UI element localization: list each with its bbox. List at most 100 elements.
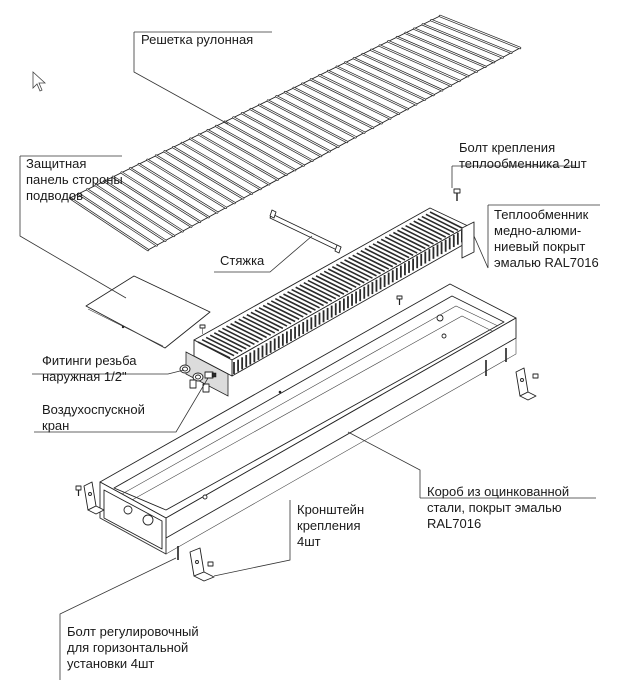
label-grille-text: Решетка рулонная [141,32,254,47]
hx-fin [205,336,239,355]
grille-slat-highlight [301,83,383,124]
grille-slat-highlight [310,78,391,119]
hx-fin [413,220,447,238]
grille-slat-highlight [198,134,279,181]
grille-slat-highlight [336,66,417,105]
grille-slat-highlight [189,138,270,185]
label-adjust-bolt-line2: для горизонтальной [67,640,189,655]
hx-fin [336,263,369,282]
label-tie: Стяжка [220,253,264,269]
hx-fin [201,339,235,357]
grille-rail [147,47,521,251]
label-protective-panel-line1: Защитная [26,156,87,171]
grille-slat-highlight [78,193,158,246]
grille-slat-highlight [129,167,210,218]
hx-fin [234,320,267,339]
hx-fin [270,300,304,318]
grille-slat-highlight [224,121,305,166]
label-box-line2: стали, покрыт эмалью [427,500,562,515]
hx-fin [372,243,406,261]
hx-fin [217,329,251,348]
hx-fin [344,259,377,277]
hx-fin [246,313,280,332]
grille-slat-highlight [215,125,296,171]
grille-slat-highlight [138,163,218,213]
grille-slat-highlight [267,100,348,143]
hx-fin [226,325,259,343]
label-box-line1: Короб из оцинкованной [427,484,570,499]
hx-fin [197,341,231,359]
hx-fin [425,213,459,231]
label-protective-panel-line3: подводов [26,188,83,203]
panel-screw [199,324,206,334]
hx-fin [401,227,434,245]
grille-slat-highlight [319,74,400,115]
grille-slat-highlight [327,70,409,110]
hx-fin [315,275,349,293]
label-hx-line1: Теплообменник [494,207,589,222]
hx-fin [388,234,422,252]
label-hx-line3: ниевый покрыт [494,239,586,254]
grille-slat-highlight [405,32,486,68]
grille-slat-highlight [181,142,261,190]
hx-fin [254,309,288,327]
hx-fin [331,266,365,284]
label-heat-exchanger: Теплообменник медно-алюми- ниевый покрыт… [494,207,599,271]
label-protective-panel: Защитная панель стороны подводов [26,156,123,204]
grille-rail [69,15,441,199]
label-protective-panel-line2: панель стороны [26,172,123,187]
grille-slat-highlight [362,53,443,91]
label-hx-bolt: Болт крепления теплообменника 2шт [459,140,587,172]
grille-slat-highlight [69,197,149,251]
grille-slat-highlight [387,40,469,77]
grille-slat-highlight [250,108,331,152]
label-box: Короб из оцинкованной стали, покрыт эмал… [427,484,569,532]
tie-bar [269,209,342,254]
hx-fin [348,256,381,275]
hx-fin [397,229,430,247]
label-hx-bolt-line2: теплообменника 2шт [459,156,587,171]
galvanized-box [99,283,517,560]
hx-fin [356,252,390,270]
grille-slat-highlight [293,87,374,129]
grille-slat-highlight [430,19,512,54]
label-hx-line4: эмалью RAL7016 [494,255,599,270]
grille-slat-highlight [146,159,227,209]
hx-fin [340,261,373,279]
hx-fin [213,332,247,350]
label-fittings: Фитинги резьба наружная 1/2" [42,353,136,385]
grille-slat-highlight [258,104,339,148]
label-air-vent: Воздухоспускной кран [42,402,145,434]
hx-fin [250,311,284,330]
label-adjust-bolt-line3: установки 4шт [67,656,155,671]
fittings [179,364,210,393]
label-adjust-bolt: Болт регулировочный для горизонтальной у… [67,624,199,672]
hx-bolt-2 [396,295,403,305]
hx-fin [279,295,312,314]
hx-fin [283,293,316,311]
hx-fin [409,222,443,241]
hx-fin [421,215,455,234]
hx-fin [307,279,341,298]
grille-slat-highlight [121,172,201,223]
grille-slat-highlight [112,176,192,228]
hx-fin [417,218,451,236]
hx-fin [352,254,386,273]
hx-fin [319,272,353,291]
roll-grille [68,14,522,252]
hx-fin [238,318,272,336]
grille-slat-highlight [396,36,478,72]
label-adjust-bolt-line1: Болт регулировочный [67,624,199,639]
label-air-vent-line1: Воздухоспускной [42,402,145,417]
hx-fin [299,284,333,302]
grille-slat-highlight [413,28,495,63]
hx-fin [242,316,276,334]
hx-fin [384,236,418,254]
label-bracket: Кронштейн крепления 4шт [297,502,364,550]
hx-fin [274,297,308,316]
hx-fin [222,327,255,346]
hx-fin [295,286,329,304]
bracket-bottom [189,547,215,582]
label-box-line3: RAL7016 [427,516,482,531]
